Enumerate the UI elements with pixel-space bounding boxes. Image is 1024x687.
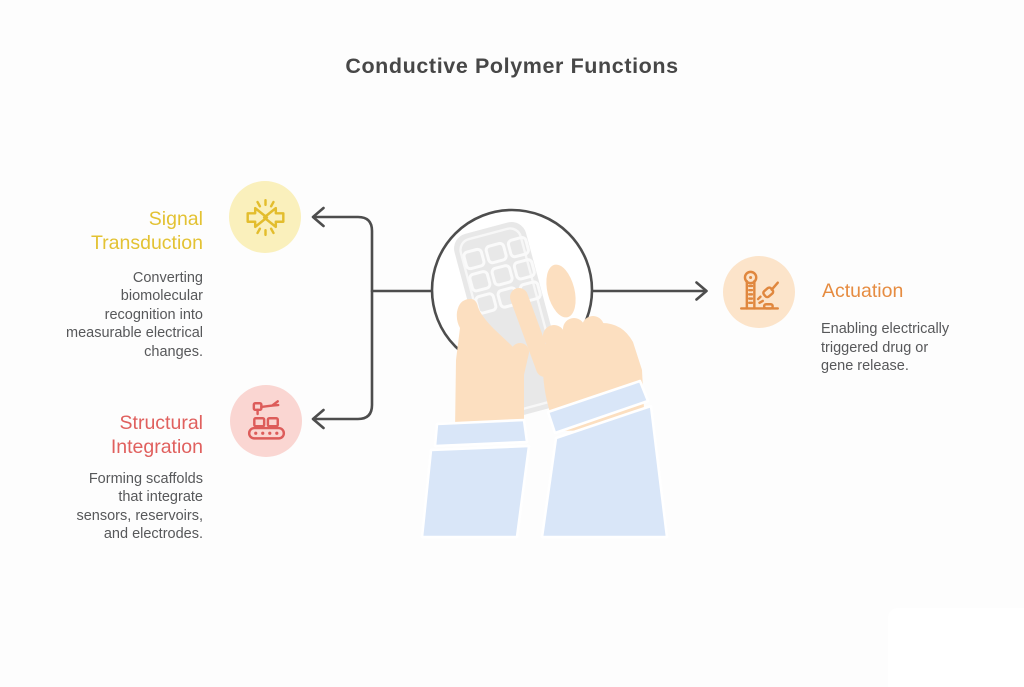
arrowhead-structural-icon [311, 408, 325, 430]
signal-transduction-icon-badge [229, 181, 301, 253]
left-hand [455, 298, 529, 431]
desc-line: changes. [144, 343, 203, 360]
desc-line: that integrate [118, 489, 203, 506]
right-sleeve [540, 404, 669, 539]
connector-lines [311, 206, 708, 430]
desc-line: gene release. [821, 358, 909, 375]
page-title: Conductive Polymer Functions [345, 54, 679, 78]
right-cuff [546, 379, 650, 435]
left-thumb [500, 343, 529, 409]
index-finger [510, 288, 554, 377]
actuation-label: Actuation [822, 279, 1024, 303]
desc-line: recognition into [104, 306, 203, 323]
desc-line: measurable electrical [65, 325, 203, 342]
label-line: Integration [110, 436, 203, 458]
arrowhead-actuation-icon [695, 281, 708, 301]
label-line: Structural [119, 412, 203, 434]
desc-line: sensors, reservoirs, [76, 507, 203, 524]
high-striker-trigger-icon [739, 270, 779, 310]
arrowhead-signal-icon [311, 206, 325, 228]
desc-line: and electrodes. [103, 526, 203, 543]
structural-integration-label: Structural Integration [0, 411, 203, 459]
label-line: Signal [148, 208, 203, 230]
desc-line: Converting [132, 270, 203, 286]
desc-line: Enabling electrically [821, 321, 950, 337]
signal-transduction-description: Converting biomolecular recognition into… [0, 269, 203, 361]
desc-line: Forming scaffolds [88, 471, 203, 487]
left-sleeve [420, 444, 531, 539]
actuation-icon-badge [723, 256, 795, 328]
conveyor-assembly-icon [247, 399, 285, 440]
connector-left-bracket [312, 215, 374, 421]
structural-integration-icon-badge [230, 385, 302, 457]
label-line: Actuation [822, 280, 904, 302]
left-cuff [433, 418, 529, 448]
desc-line: triggered drug or [821, 339, 929, 356]
converging-arrows-spark-icon [245, 198, 285, 236]
hands-holding-keypad-remote-illustration [420, 222, 669, 539]
watermark-area [888, 608, 1024, 687]
label-line: Transduction [90, 232, 203, 254]
signal-transduction-label: Signal Transduction [0, 207, 203, 255]
right-thumb [546, 264, 576, 318]
actuation-description: Enabling electrically triggered drug or … [821, 320, 1024, 376]
desc-line: biomolecular [120, 288, 203, 305]
structural-integration-description: Forming scaffolds that integrate sensors… [0, 470, 203, 544]
sleeves [420, 379, 669, 539]
